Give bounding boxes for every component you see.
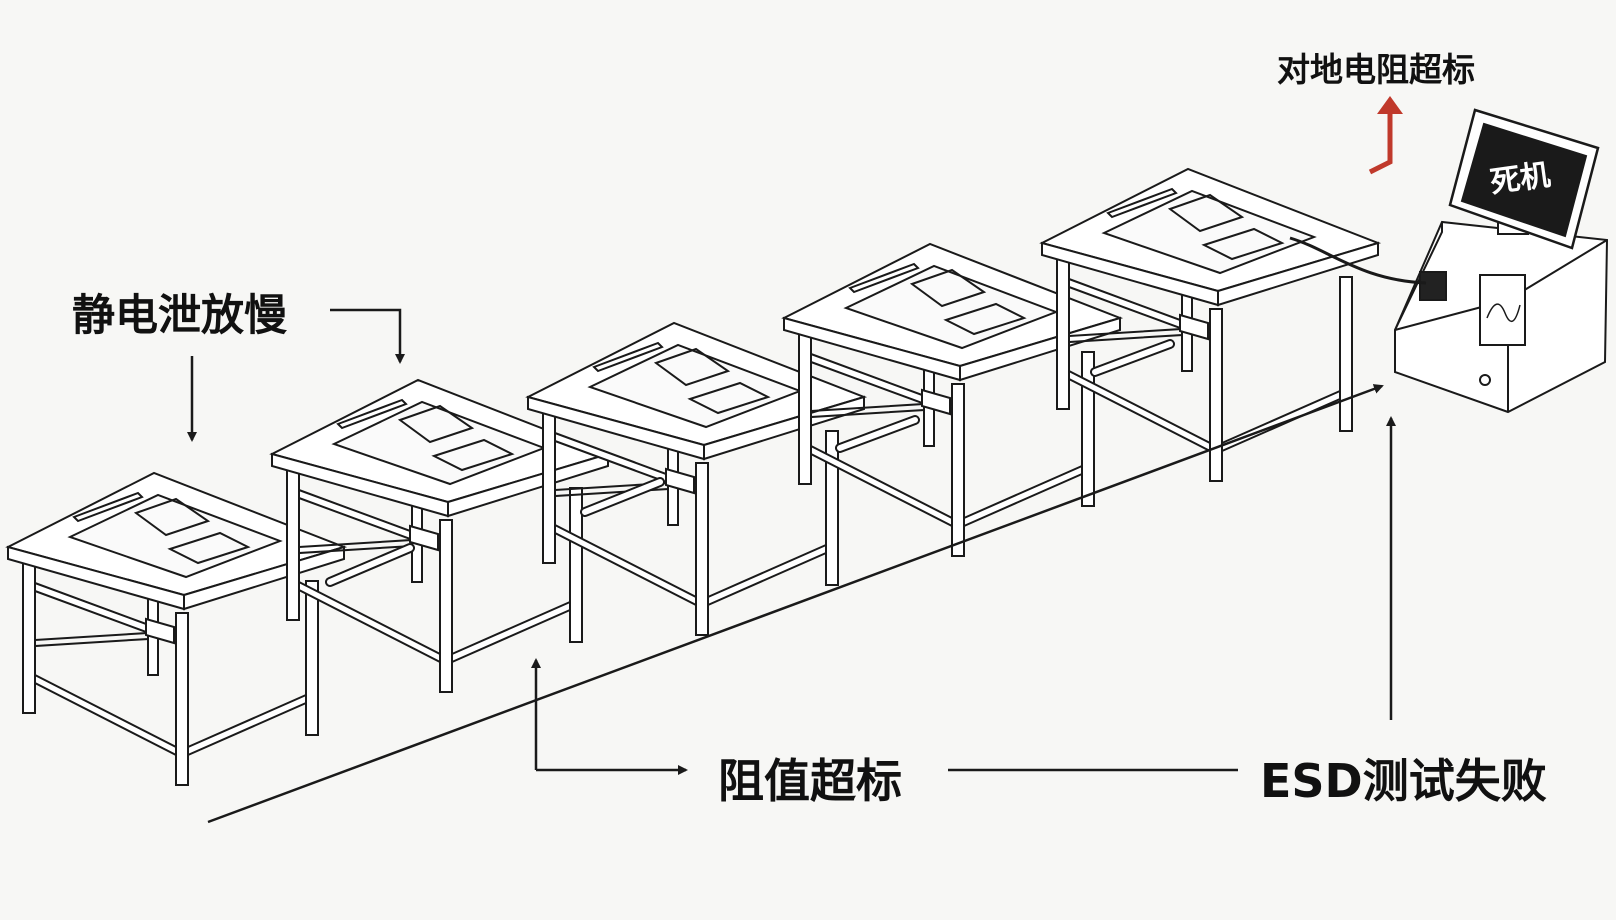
monitor-screen	[1460, 122, 1588, 238]
link-tube-inner-4	[1092, 341, 1173, 375]
power-cable	[1289, 236, 1427, 285]
label-ground-resistance-over: 对地电阻超标	[1277, 50, 1475, 89]
red-arrow-ground	[1368, 112, 1393, 175]
label-esd-test-failed: ESD测试失败	[1260, 754, 1547, 808]
esd-tester-machine	[1394, 108, 1609, 414]
workbench-group	[5, 167, 1382, 786]
arrow-slow-to-table2	[330, 308, 405, 364]
ground-link-group	[325, 339, 1175, 587]
link-tube-inner-1	[327, 545, 413, 585]
label-static-discharge-slow: 静电泄放慢	[72, 291, 287, 341]
link-tube-inner-3	[837, 417, 918, 451]
link-tube-inner-2	[582, 479, 663, 515]
workbench-2	[269, 378, 612, 693]
label-resistance-over-limit: 阻值超标	[718, 754, 902, 808]
workbench-3	[525, 321, 868, 636]
workbench-5	[1039, 167, 1382, 482]
label-screen-crash: 死机	[1488, 157, 1553, 201]
red-arrowhead	[1377, 96, 1403, 114]
floor-line	[207, 384, 1384, 824]
